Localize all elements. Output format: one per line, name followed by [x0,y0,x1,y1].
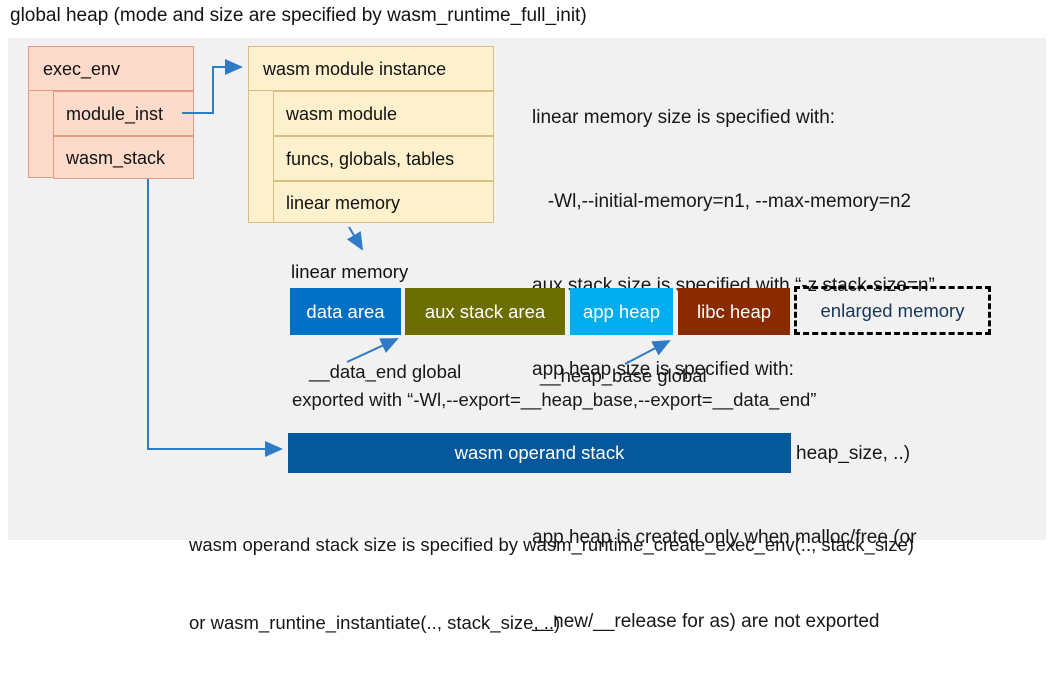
segment-enlarged-memory: enlarged memory [794,286,991,335]
note-line: or wasm_runtine_instantiate(.., stack_si… [189,612,561,633]
data-end-global-label: __data_end global [309,361,462,382]
wasm-operand-stack-bar: wasm operand stack [288,433,791,473]
note-line: wasm operand stack size is specified by … [189,534,914,555]
segment-libc-heap: libc heap [678,288,790,335]
module-instance-row-funcs-globals-tables: funcs, globals, tables [273,136,494,181]
exec-env-row-module-inst: module_inst [53,91,194,136]
note-line: linear memory size is specified with: [532,107,836,128]
exec-env-box: exec_env module_inst wasm_stack [28,46,194,179]
segment-data-area: data area [290,288,401,335]
operand-stack-notes: wasm operand stack size is specified by … [189,480,914,688]
exec-env-header: exec_env [29,47,193,91]
linear-memory-label: linear memory [291,261,409,282]
module-instance-box: wasm module instance wasm module funcs, … [248,46,494,223]
exec-env-row-wasm-stack: wasm_stack [53,136,194,179]
module-instance-row-wasm-module: wasm module [273,91,494,136]
segment-aux-stack-area: aux stack area [405,288,565,335]
diagram-canvas: global heap (mode and size are specified… [8,5,1046,633]
note-line: -Wl,--initial-memory=n1, --max-memory=n2 [532,191,911,212]
module-instance-row-linear-memory: linear memory [273,181,494,223]
diagram-title: global heap (mode and size are specified… [10,5,587,26]
module-instance-header: wasm module instance [249,47,493,91]
heap-base-global-label: __heap_base global [540,365,707,386]
export-note: exported with “-Wl,--export=__heap_base,… [292,389,817,410]
note-line: app heap is created only when malloc/fre… [532,527,917,548]
segment-app-heap: app heap [570,288,673,335]
